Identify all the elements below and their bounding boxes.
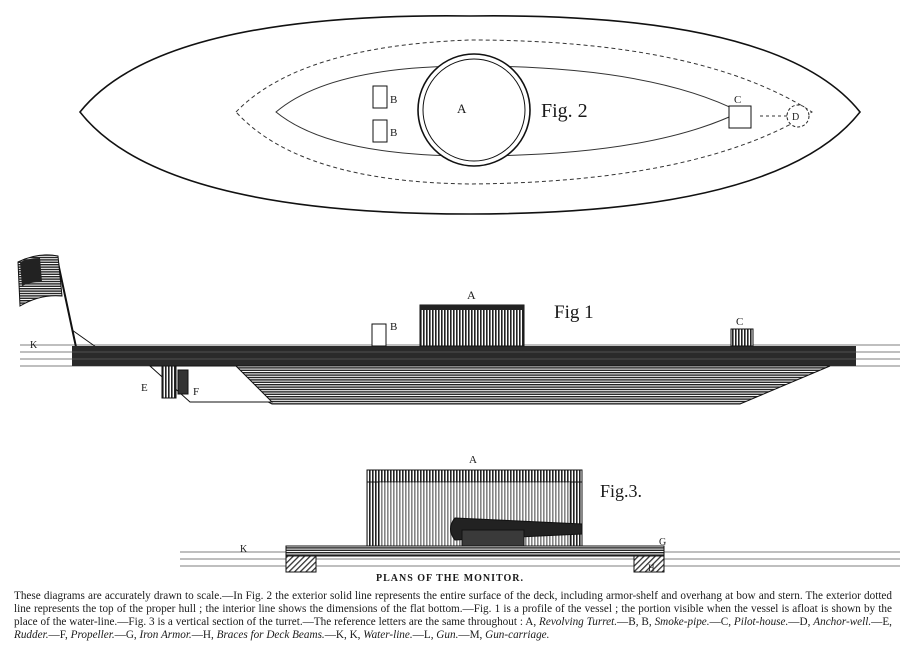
caption-sep-g: —G, <box>114 629 140 641</box>
plate-title: PLANS OF THE MONITOR. <box>375 573 525 584</box>
pilot-house-profile <box>730 328 754 347</box>
fig1-title: Fig 1 <box>554 302 594 323</box>
fig3-label-waterline: K <box>240 544 248 555</box>
rudder <box>161 365 177 399</box>
diagram-canvas: A B B C D Fig. 2 <box>17 15 900 573</box>
gun-carriage <box>461 529 525 547</box>
propeller <box>177 369 189 395</box>
caption-key-d: Anchor-well. <box>813 616 872 628</box>
fig1-label-turret: A <box>467 288 476 302</box>
caption-body: These diagrams are accurately drawn to s… <box>14 590 892 628</box>
fig2-deck-plan: A B B C D Fig. 2 <box>78 15 862 215</box>
caption-key-h: Braces for Deck Beams. <box>216 629 325 641</box>
caption-key-g: Iron Armor. <box>139 629 192 641</box>
section-deck <box>285 545 665 557</box>
caption-sep-m: —M, <box>458 629 486 641</box>
lower-hull <box>199 365 831 405</box>
fig3-label-turret: A <box>469 454 477 466</box>
fig1-label-waterline: K <box>30 340 38 351</box>
fig1-profile: A B C K E F Fig 1 <box>17 254 900 405</box>
smokepipe-profile <box>371 323 387 347</box>
anchor-well-plan <box>786 104 810 128</box>
fig2-label-turret: A <box>457 101 467 116</box>
caption-sep-c: —C, <box>709 616 734 628</box>
caption-key-e: Rudder. <box>14 629 49 641</box>
plate-caption: These diagrams are accurately drawn to s… <box>14 590 892 642</box>
turret-profile <box>419 304 525 347</box>
fig2-label-smokepipe-2: B <box>390 127 397 139</box>
fig2-title: Fig. 2 <box>541 100 588 122</box>
caption-key-m: Gun-carriage. <box>485 629 550 641</box>
caption-sep-k: —K, K, <box>324 629 364 641</box>
fig3-turret-section: A K G H Fig.3. <box>180 454 900 573</box>
fig2-label-anchor-well: D <box>792 112 799 123</box>
turret-plan-inner <box>422 58 526 162</box>
caption-sep-l: —L, <box>412 629 437 641</box>
turret-roof <box>366 469 583 483</box>
caption-key-c: Pilot-house. <box>733 616 789 628</box>
hull-top-dotted <box>235 39 813 185</box>
armor-belt <box>72 346 856 366</box>
section-armor-left <box>285 555 317 573</box>
smokepipe-plan-1 <box>372 85 388 109</box>
smokepipe-plan-2 <box>372 119 388 143</box>
caption-key-k: Water-line. <box>363 629 413 641</box>
flag-icon <box>17 254 63 307</box>
caption-key-f: Propeller. <box>70 629 115 641</box>
fig3-label-armor: G <box>659 537 666 548</box>
fig1-label-rudder: F <box>193 386 199 398</box>
section-armor-right <box>633 555 665 573</box>
deck-outline <box>78 15 862 215</box>
turret-plan-outer <box>417 53 531 167</box>
fig2-label-smokepipe-1: B <box>390 94 397 106</box>
caption-sep-e: —E, <box>871 616 892 628</box>
caption-key-a: Revolving Turret. <box>539 616 618 628</box>
caption-sep-f: —F, <box>48 629 71 641</box>
caption-sep-h: —H, <box>191 629 217 641</box>
fig1-label-anchor-well: E <box>141 382 148 394</box>
fig1-label-pilot-house: C <box>736 316 743 328</box>
pilot-house-plan <box>728 105 752 129</box>
caption-sep-b: —B, B, <box>617 616 655 628</box>
caption-key-b: Smoke-pipe. <box>654 616 710 628</box>
fig2-label-pilot-house: C <box>734 94 741 106</box>
fig3-title: Fig.3. <box>600 481 642 501</box>
fig3-label-braces: H <box>648 563 655 573</box>
caption-key-l: Gun. <box>436 629 459 641</box>
caption-sep-d: —D, <box>788 616 814 628</box>
fig1-label-smokepipe: B <box>390 321 397 333</box>
